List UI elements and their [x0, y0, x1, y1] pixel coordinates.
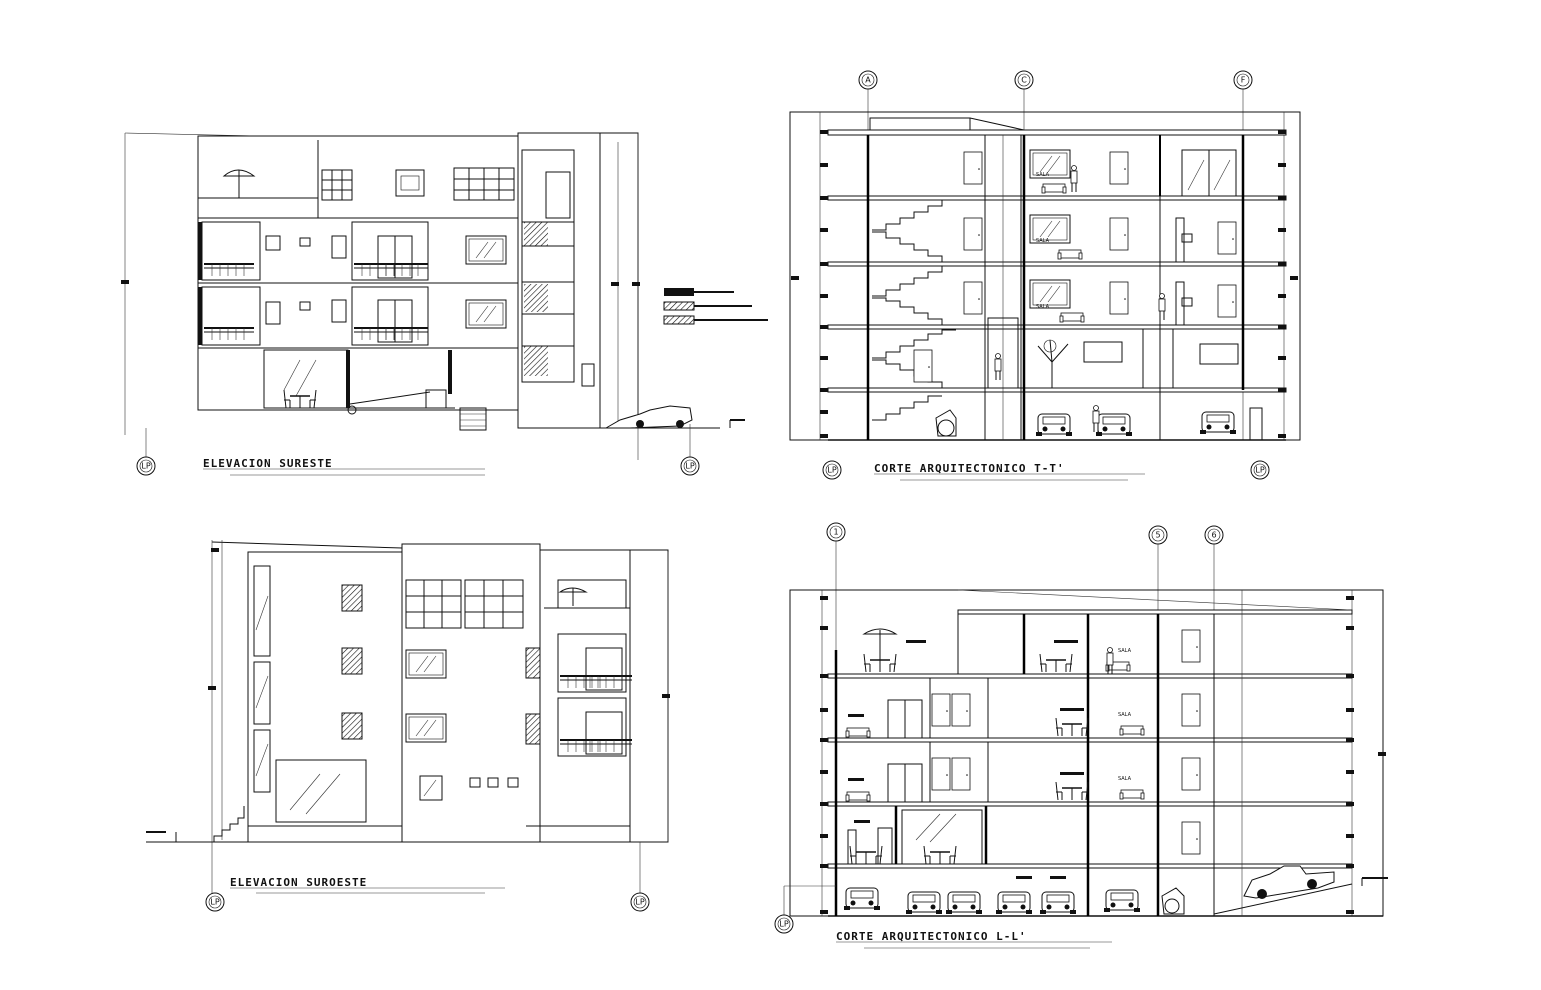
axis-bubble: 5 [1148, 525, 1168, 545]
view-title: ELEVACION SUROESTE [230, 876, 367, 889]
svg-text:LP: LP [210, 898, 219, 907]
tree [1037, 339, 1069, 388]
svg-text:LP: LP [827, 466, 836, 475]
material-legend [663, 288, 768, 325]
svg-text:LP: LP [779, 920, 788, 929]
svg-text:SALA: SALA [1036, 304, 1050, 310]
axis-bubble: LP [774, 914, 794, 934]
svg-text:C: C [1021, 76, 1027, 85]
svg-text:SALA: SALA [1118, 712, 1132, 718]
axis-bubble: 6 [1204, 525, 1224, 545]
svg-text:F: F [1241, 76, 1246, 85]
view-title: CORTE ARQUITECTONICO T-T' [874, 462, 1065, 475]
svg-text:1: 1 [833, 528, 838, 537]
axis-bubble: F [1233, 70, 1253, 90]
svg-text:LP: LP [141, 462, 150, 471]
axis-bubble: LP [1250, 460, 1270, 480]
svg-text:LP: LP [1255, 466, 1264, 475]
svg-text:SALA: SALA [1036, 172, 1050, 178]
svg-text:6: 6 [1211, 531, 1216, 540]
svg-text:LP: LP [685, 462, 694, 471]
svg-text:5: 5 [1155, 531, 1160, 540]
section-ll: 1 5 6 [774, 522, 1388, 949]
svg-text:SALA: SALA [1118, 776, 1132, 782]
axis-bubble: LP [630, 892, 650, 912]
axis-bubble: 1 [826, 522, 846, 542]
axis-bubble: LP [680, 456, 700, 476]
axis-bubble: A [858, 70, 878, 90]
view-title: ELEVACION SURESTE [203, 457, 333, 470]
axis-bubble: LP [205, 892, 225, 912]
axis-bubble: LP [136, 456, 156, 476]
section-tt: A C F [789, 70, 1301, 481]
elevation-suroeste: LP LP ELEVACION SUROESTE [146, 540, 670, 912]
pickup-truck [1243, 865, 1335, 899]
axis-bubble: LP [822, 460, 842, 480]
staircase [872, 199, 956, 421]
svg-text:SALA: SALA [1118, 648, 1132, 654]
svg-text:A: A [865, 76, 871, 85]
axis-bubble: C [1014, 70, 1034, 90]
svg-text:LP: LP [635, 898, 644, 907]
view-title: CORTE ARQUITECTONICO L-L' [836, 930, 1027, 943]
elevation-sureste: LP LP ELEVACION SURESTE [121, 132, 768, 476]
svg-text:SALA: SALA [1036, 238, 1050, 244]
